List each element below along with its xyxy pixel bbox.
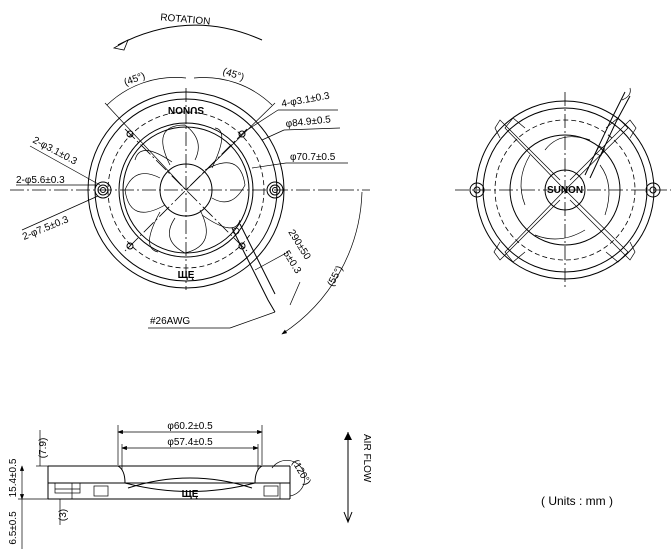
- cert-mark: ЩĘ: [178, 270, 195, 281]
- airflow-arrow: [343, 432, 353, 524]
- lead-angle-label: (55°): [326, 264, 346, 288]
- inner-dia-label: φ70.7±0.5: [290, 152, 336, 163]
- airflow-label: AIR FLOW: [361, 434, 372, 483]
- rear-logo: SUNON: [547, 185, 583, 196]
- right-mount-hole: [266, 181, 284, 199]
- rotation-arrow: [117, 24, 263, 46]
- rotation-arrowhead: [112, 39, 129, 51]
- side-cert-mark: ЩĘ: [182, 489, 199, 500]
- hole-spec-2b: 2-φ5.6±0.3: [16, 175, 65, 186]
- wire-gauge-label: #26AWG: [150, 316, 190, 327]
- lead-wire: [231, 223, 276, 313]
- side-height-2: 15.4±0.5: [8, 458, 19, 497]
- side-height-1: (7.9): [38, 438, 49, 459]
- side-view: φ60.2±0.5 φ57.4±0.5 ЩĘ: [8, 421, 372, 549]
- side-dia-1: φ60.2±0.5: [167, 421, 213, 432]
- front-logo: SUNON: [168, 104, 204, 115]
- units-note: ( Units : mm ): [541, 494, 613, 508]
- left-mount-hole: [94, 181, 112, 199]
- rotation-label: ROTATION: [160, 12, 211, 27]
- side-height-4: (3): [58, 509, 69, 521]
- outer-dia-label: φ84.9±0.5: [285, 114, 332, 130]
- hole-spec-2c: 2-φ7.5±0.3: [21, 214, 71, 243]
- side-dia-2: φ57.4±0.5: [167, 437, 213, 448]
- side-angle: (120°): [289, 458, 312, 487]
- rear-hub: [544, 169, 586, 211]
- rear-view: SUNON: [455, 87, 671, 290]
- hole-spec-4: 4-φ3.1±0.3: [281, 91, 331, 110]
- hole-spec-2a: 2-φ3.1±0.3: [31, 135, 80, 168]
- angle-right-label: (45°): [221, 66, 245, 83]
- side-height-3: 6.5±0.5: [8, 511, 19, 545]
- front-view: ROTATION (45°) (45°): [10, 12, 370, 335]
